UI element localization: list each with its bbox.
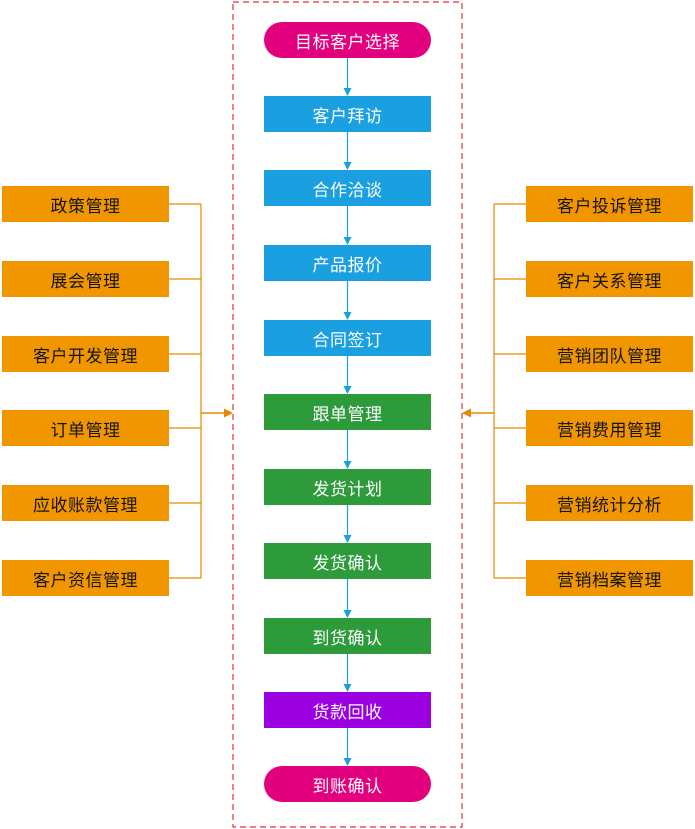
right-item-sales-team: 营销团队管理 [526, 336, 693, 372]
left-item-exhibition: 展会管理 [2, 261, 169, 297]
flow-step-contract: 合同签订 [264, 320, 431, 356]
left-item-receivables: 应收账款管理 [2, 485, 169, 521]
flow-step-payment-received: 到账确认 [264, 766, 431, 802]
flow-step-shipping-plan: 发货计划 [264, 469, 431, 505]
right-item-customer-relations: 客户关系管理 [526, 261, 693, 297]
flow-step-customer-visit: 客户拜访 [264, 96, 431, 132]
flow-step-target-customer: 目标客户选择 [264, 22, 431, 58]
right-item-complaints: 客户投诉管理 [526, 186, 693, 222]
left-item-policy: 政策管理 [2, 186, 169, 222]
left-bracket [169, 203, 202, 579]
flow-step-shipping-confirm: 发货确认 [264, 543, 431, 579]
flow-step-quotation: 产品报价 [264, 245, 431, 281]
flow-step-order-tracking: 跟单管理 [264, 394, 431, 430]
left-item-orders: 订单管理 [2, 410, 169, 446]
flow-step-arrival-confirm: 到货确认 [264, 618, 431, 654]
right-bracket [493, 203, 526, 579]
left-item-customer-credit: 客户资信管理 [2, 560, 169, 596]
right-item-sales-expenses: 营销费用管理 [526, 410, 693, 446]
left-item-customer-development: 客户开发管理 [2, 336, 169, 372]
flow-step-payment-collection: 货款回收 [264, 692, 431, 728]
right-item-sales-statistics: 营销统计分析 [526, 485, 693, 521]
right-item-sales-archives: 营销档案管理 [526, 560, 693, 596]
flow-step-negotiation: 合作洽谈 [264, 170, 431, 206]
